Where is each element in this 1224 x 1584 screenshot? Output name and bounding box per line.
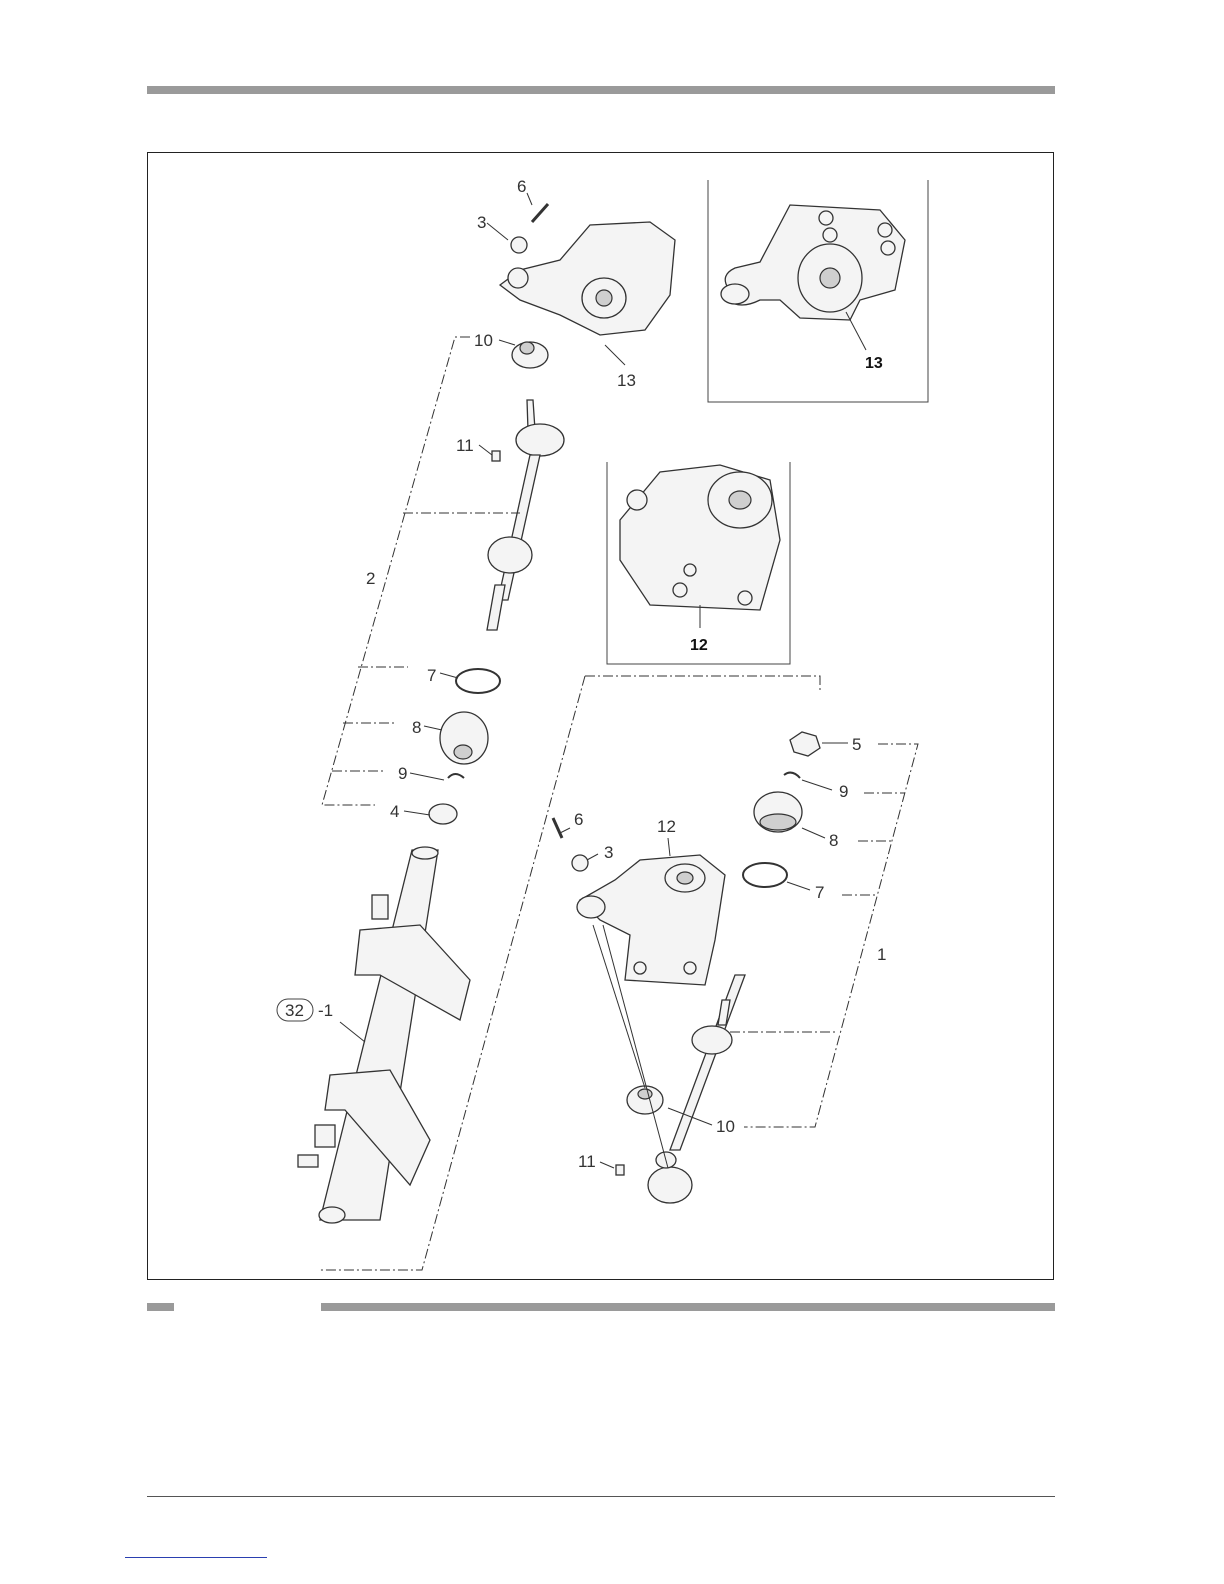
callout-4: 4 [390, 802, 399, 821]
callout-13: 13 [617, 371, 636, 390]
callout-8-left: 8 [412, 718, 421, 737]
callout-3-lower: 3 [604, 843, 613, 862]
callout-12: 12 [657, 817, 676, 836]
callout-6-lower: 6 [574, 810, 583, 829]
right-assembly-parts [553, 732, 820, 1203]
reference-suffix: -1 [318, 1001, 333, 1020]
callout-9-right: 9 [839, 782, 848, 801]
inset-12-label: 12 [690, 637, 708, 654]
callout-9-left: 9 [398, 764, 407, 783]
callout-3-upper: 3 [477, 213, 486, 232]
callout-11-upper: 11 [456, 436, 474, 455]
inset-part-12: 12 [607, 462, 790, 664]
callout-8-right: 8 [829, 831, 838, 850]
callout-6-upper: 6 [517, 177, 526, 196]
inset-13-label: 13 [865, 355, 883, 372]
reference-number: 32 [285, 1001, 304, 1020]
callout-10-lower: 10 [716, 1117, 735, 1136]
callout-2: 2 [366, 569, 375, 588]
left-assembly-parts [298, 204, 675, 1223]
callout-11-lower: 11 [578, 1152, 596, 1171]
callout-1: 1 [877, 945, 886, 964]
callout-7-right: 7 [815, 883, 824, 902]
footer-link-underline[interactable] [125, 1557, 267, 1558]
section-rule-long [321, 1303, 1055, 1311]
section-rule-short [147, 1303, 174, 1311]
inset-part-13: 13 [708, 180, 928, 402]
callout-10-upper: 10 [474, 331, 493, 350]
footer-rule [147, 1496, 1055, 1497]
callout-5: 5 [852, 735, 861, 754]
callout-7-left: 7 [427, 666, 436, 685]
